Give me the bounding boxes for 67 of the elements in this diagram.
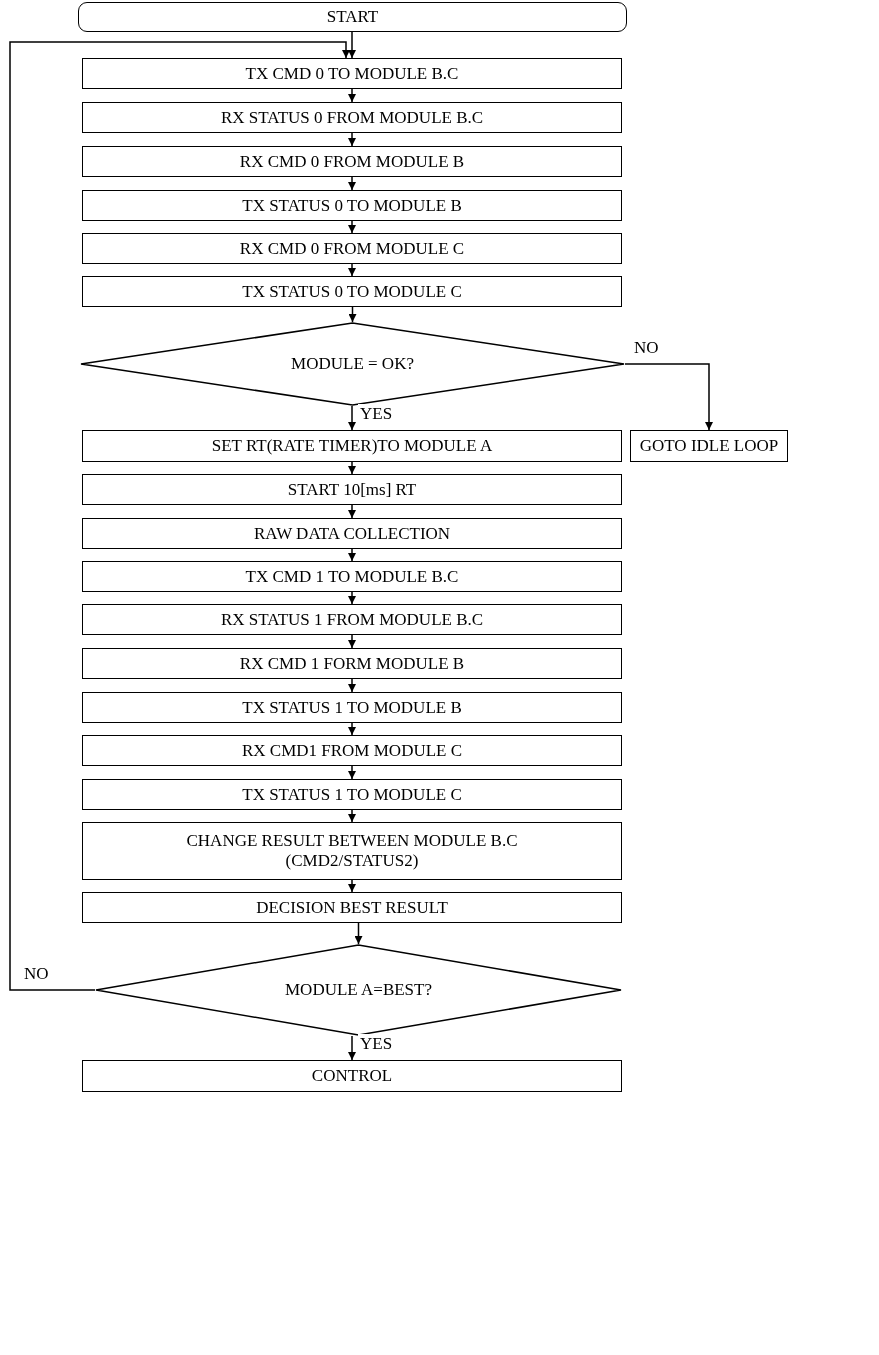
- terminal-box: [78, 2, 627, 32]
- process-box: [82, 146, 622, 177]
- node-label: TX STATUS 0 TO MODULE C: [242, 281, 462, 302]
- node-label: START: [326, 7, 379, 27]
- node-label: RX CMD1 FROM MODULE C: [241, 740, 463, 761]
- arrow: [348, 809, 356, 823]
- node-label: RX CMD 0 FROM MODULE C: [239, 238, 465, 259]
- node-label: CONTROL: [311, 1066, 393, 1086]
- process-box: [82, 1060, 622, 1092]
- process-box: [82, 779, 622, 810]
- node-label: GOTO IDLE LOOP: [639, 436, 779, 456]
- decision-diamond: [80, 322, 625, 406]
- node-label: RX STATUS 0 FROM MODULE B.C: [220, 107, 484, 128]
- node-label: MODULE A=BEST?: [285, 980, 432, 1000]
- node-label: CHANGE RESULT BETWEEN MODULE B.C: [186, 831, 518, 851]
- arrow: [348, 722, 356, 736]
- arrow: [348, 31, 356, 59]
- arrow: [348, 461, 356, 475]
- arrow: [348, 88, 356, 103]
- arrow: [348, 405, 356, 431]
- node-label: TX STATUS 0 TO MODULE B: [242, 195, 462, 216]
- node-label: (CMD2/STATUS2): [285, 851, 419, 871]
- process-box: [82, 735, 622, 766]
- arrow: [348, 132, 356, 147]
- process-box: [82, 430, 622, 462]
- decision-diamond: [95, 944, 622, 1036]
- process-box: [82, 561, 622, 592]
- process-box: [82, 58, 622, 89]
- node-label: TX STATUS 1 TO MODULE C: [242, 784, 462, 805]
- process-box: [82, 648, 622, 679]
- node-label: DECISION BEST RESULT: [256, 897, 448, 918]
- arrow: [348, 879, 356, 893]
- arrow: [348, 591, 356, 605]
- arrow: [348, 504, 356, 519]
- arrow: [624, 363, 713, 431]
- arrow: [348, 176, 356, 191]
- node-label: TX CMD 1 TO MODULE B.C: [245, 566, 459, 587]
- node-label: RX STATUS 1 FROM MODULE B.C: [220, 609, 484, 630]
- node-label: SET RT(RATE TIMER)TO MODULE A: [211, 436, 493, 456]
- process-box: [82, 692, 622, 723]
- arrow: [9, 41, 350, 991]
- process-box: [82, 190, 622, 221]
- node-label: RX CMD 0 FROM MODULE B: [239, 151, 465, 172]
- arrow: [348, 306, 357, 323]
- arrow: [348, 548, 356, 562]
- arrow: [348, 765, 356, 780]
- arrow: [348, 220, 356, 234]
- arrow: [348, 1035, 356, 1061]
- process-box: [82, 822, 622, 880]
- node-label: MODULE = OK?: [291, 354, 414, 374]
- arrow: [348, 263, 356, 277]
- node-label: TX STATUS 1 TO MODULE B: [242, 697, 462, 718]
- process-box: [82, 276, 622, 307]
- process-box: [82, 604, 622, 635]
- process-box: [82, 474, 622, 505]
- node-label: RX CMD 1 FORM MODULE B: [239, 653, 465, 674]
- arrow: [348, 678, 356, 693]
- arrow: [354, 922, 363, 945]
- process-box: [82, 892, 622, 923]
- node-label: TX CMD 0 TO MODULE B.C: [245, 63, 459, 84]
- process-box: [82, 518, 622, 549]
- process-box: [630, 430, 788, 462]
- process-box: [82, 102, 622, 133]
- node-label: RAW DATA COLLECTION: [253, 523, 451, 544]
- node-label: START 10[ms] RT: [287, 479, 417, 500]
- arrow: [348, 634, 356, 649]
- process-box: [82, 233, 622, 264]
